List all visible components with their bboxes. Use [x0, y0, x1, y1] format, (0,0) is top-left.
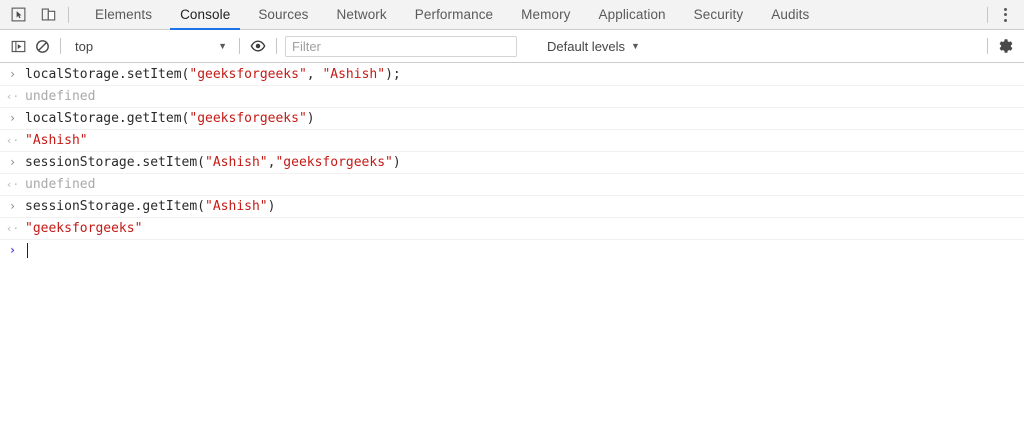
tab-performance[interactable]: Performance: [414, 7, 494, 22]
toolbar-divider-3: [276, 38, 277, 54]
console-expression: localStorage.setItem("geeksforgeeks", "A…: [25, 65, 401, 84]
tab-network[interactable]: Network: [336, 7, 387, 22]
code-text: ): [392, 155, 401, 170]
text-cursor: [27, 243, 28, 258]
kebab-dot: [1003, 18, 1007, 22]
live-expression-eye-icon[interactable]: [246, 34, 270, 58]
prompt-marker: ›: [8, 243, 17, 257]
tabstrip-tool-buttons: [0, 0, 62, 29]
string-literal: "Ashish": [205, 199, 268, 214]
tab-elements[interactable]: Elements: [95, 7, 153, 22]
device-toolbar-icon[interactable]: [38, 5, 58, 25]
inspect-element-icon[interactable]: [8, 5, 28, 25]
settings-gear-icon-svg: [999, 39, 1013, 53]
tab-console[interactable]: Console: [166, 0, 244, 30]
console-prompt-row[interactable]: ›: [0, 240, 1024, 261]
console-result: "geeksforgeeks": [25, 219, 142, 238]
console-output-row: ‹· undefined: [0, 86, 1024, 108]
tab-memory[interactable]: Memory: [521, 7, 571, 22]
tab-application[interactable]: Application: [598, 7, 666, 22]
console-expression: sessionStorage.getItem("Ashish"): [25, 197, 275, 216]
execution-context-value: top: [75, 38, 94, 54]
toolbar-right-controls: [981, 34, 1018, 58]
devtools-tabstrip: Elements Console Sources Network Perform…: [0, 0, 1024, 30]
console-message-list: ›localStorage.setItem("geeksforgeeks", "…: [0, 63, 1024, 261]
clear-console-icon-svg: [35, 39, 49, 53]
settings-gear-icon[interactable]: [994, 34, 1018, 58]
kebab-dot: [1003, 13, 1007, 16]
code-text: );: [385, 67, 401, 82]
kebab-dot: [1003, 7, 1007, 11]
code-text: localStorage.setItem(: [25, 67, 190, 82]
filter-input[interactable]: [285, 35, 517, 57]
log-levels-selector[interactable]: Default levels ▼: [539, 35, 648, 57]
tab-sources[interactable]: Sources: [258, 7, 309, 22]
undefined-value: undefined: [25, 89, 96, 104]
clear-console-icon[interactable]: [30, 34, 54, 58]
string-literal: "geeksforgeeks": [189, 67, 307, 82]
string-literal: "Ashish": [322, 67, 386, 82]
console-result: undefined: [25, 87, 95, 106]
input-marker-icon: ›: [8, 111, 17, 125]
console-expression: sessionStorage.setItem("Ashish","geeksfo…: [25, 153, 401, 172]
console-output-row: ‹· undefined: [0, 174, 1024, 196]
returned-string: "geeksforgeeks": [25, 221, 143, 236]
console-result: "Ashish": [25, 131, 88, 150]
code-text: ,: [306, 67, 323, 82]
string-literal: "Ashish": [205, 155, 268, 170]
console-input-row: › sessionStorage.setItem("Ashish","geeksf…: [0, 152, 1024, 174]
code-text: ): [267, 199, 276, 214]
undefined-value: undefined: [25, 177, 96, 192]
execution-context-selector[interactable]: top ▼: [67, 35, 233, 57]
console-input-row: › localStorage.getItem("geeksforgeeks"): [0, 108, 1024, 130]
toolbar-divider-4: [987, 38, 988, 54]
device-toolbar-icon-svg: [41, 8, 55, 21]
tab-audits[interactable]: Audits: [771, 7, 810, 22]
output-marker-icon: ‹·: [5, 90, 20, 103]
console-sidebar-toggle-icon[interactable]: [6, 34, 30, 58]
console-toolbar: top ▼ Default levels ▼: [0, 30, 1024, 63]
console-sidebar-toggle-icon-svg: [11, 40, 25, 52]
console-output-row: ‹· "geeksforgeeks": [0, 218, 1024, 240]
log-levels-value: Default levels: [547, 38, 626, 54]
code-text: localStorage.getItem(: [25, 111, 190, 126]
tabstrip-right-controls: [981, 0, 1024, 29]
code-text: ,: [267, 155, 276, 170]
input-marker-icon: ›: [8, 67, 17, 81]
console-output-row: ‹· "Ashish": [0, 130, 1024, 152]
more-options-icon[interactable]: [994, 4, 1016, 26]
code-text: sessionStorage.getItem(: [25, 199, 206, 214]
output-marker-icon: ‹·: [5, 134, 20, 147]
string-literal: "geeksforgeeks": [275, 155, 393, 170]
toolbar-divider-1: [60, 38, 61, 54]
console-input-row: › sessionStorage.getItem("Ashish"): [0, 196, 1024, 218]
tabstrip-divider: [68, 6, 69, 23]
tabstrip-right-divider: [987, 6, 988, 23]
console-prompt-input[interactable]: [25, 241, 28, 260]
live-expression-eye-icon-svg: [250, 40, 266, 52]
string-literal: "geeksforgeeks": [189, 111, 307, 126]
output-marker-icon: ‹·: [5, 222, 20, 235]
input-marker-icon: ›: [8, 155, 17, 169]
inspect-element-icon-svg: [11, 7, 25, 22]
console-input-row: › localStorage.setItem("geeksforgeeks", "…: [0, 64, 1024, 86]
input-marker-icon: ›: [8, 199, 17, 213]
output-marker-icon: ‹·: [5, 178, 20, 191]
chevron-down-icon: ▼: [631, 41, 640, 51]
code-text: sessionStorage.setItem(: [25, 155, 206, 170]
returned-string: "Ashish": [25, 133, 88, 148]
console-result: undefined: [25, 175, 95, 194]
panel-tabs: Elements Console Sources Network Perform…: [81, 0, 823, 30]
chevron-down-icon: ▼: [218, 41, 227, 51]
console-expression: localStorage.getItem("geeksforgeeks"): [25, 109, 315, 128]
code-text: ): [306, 111, 315, 126]
toolbar-divider-2: [239, 38, 240, 54]
tab-security[interactable]: Security: [693, 7, 744, 22]
